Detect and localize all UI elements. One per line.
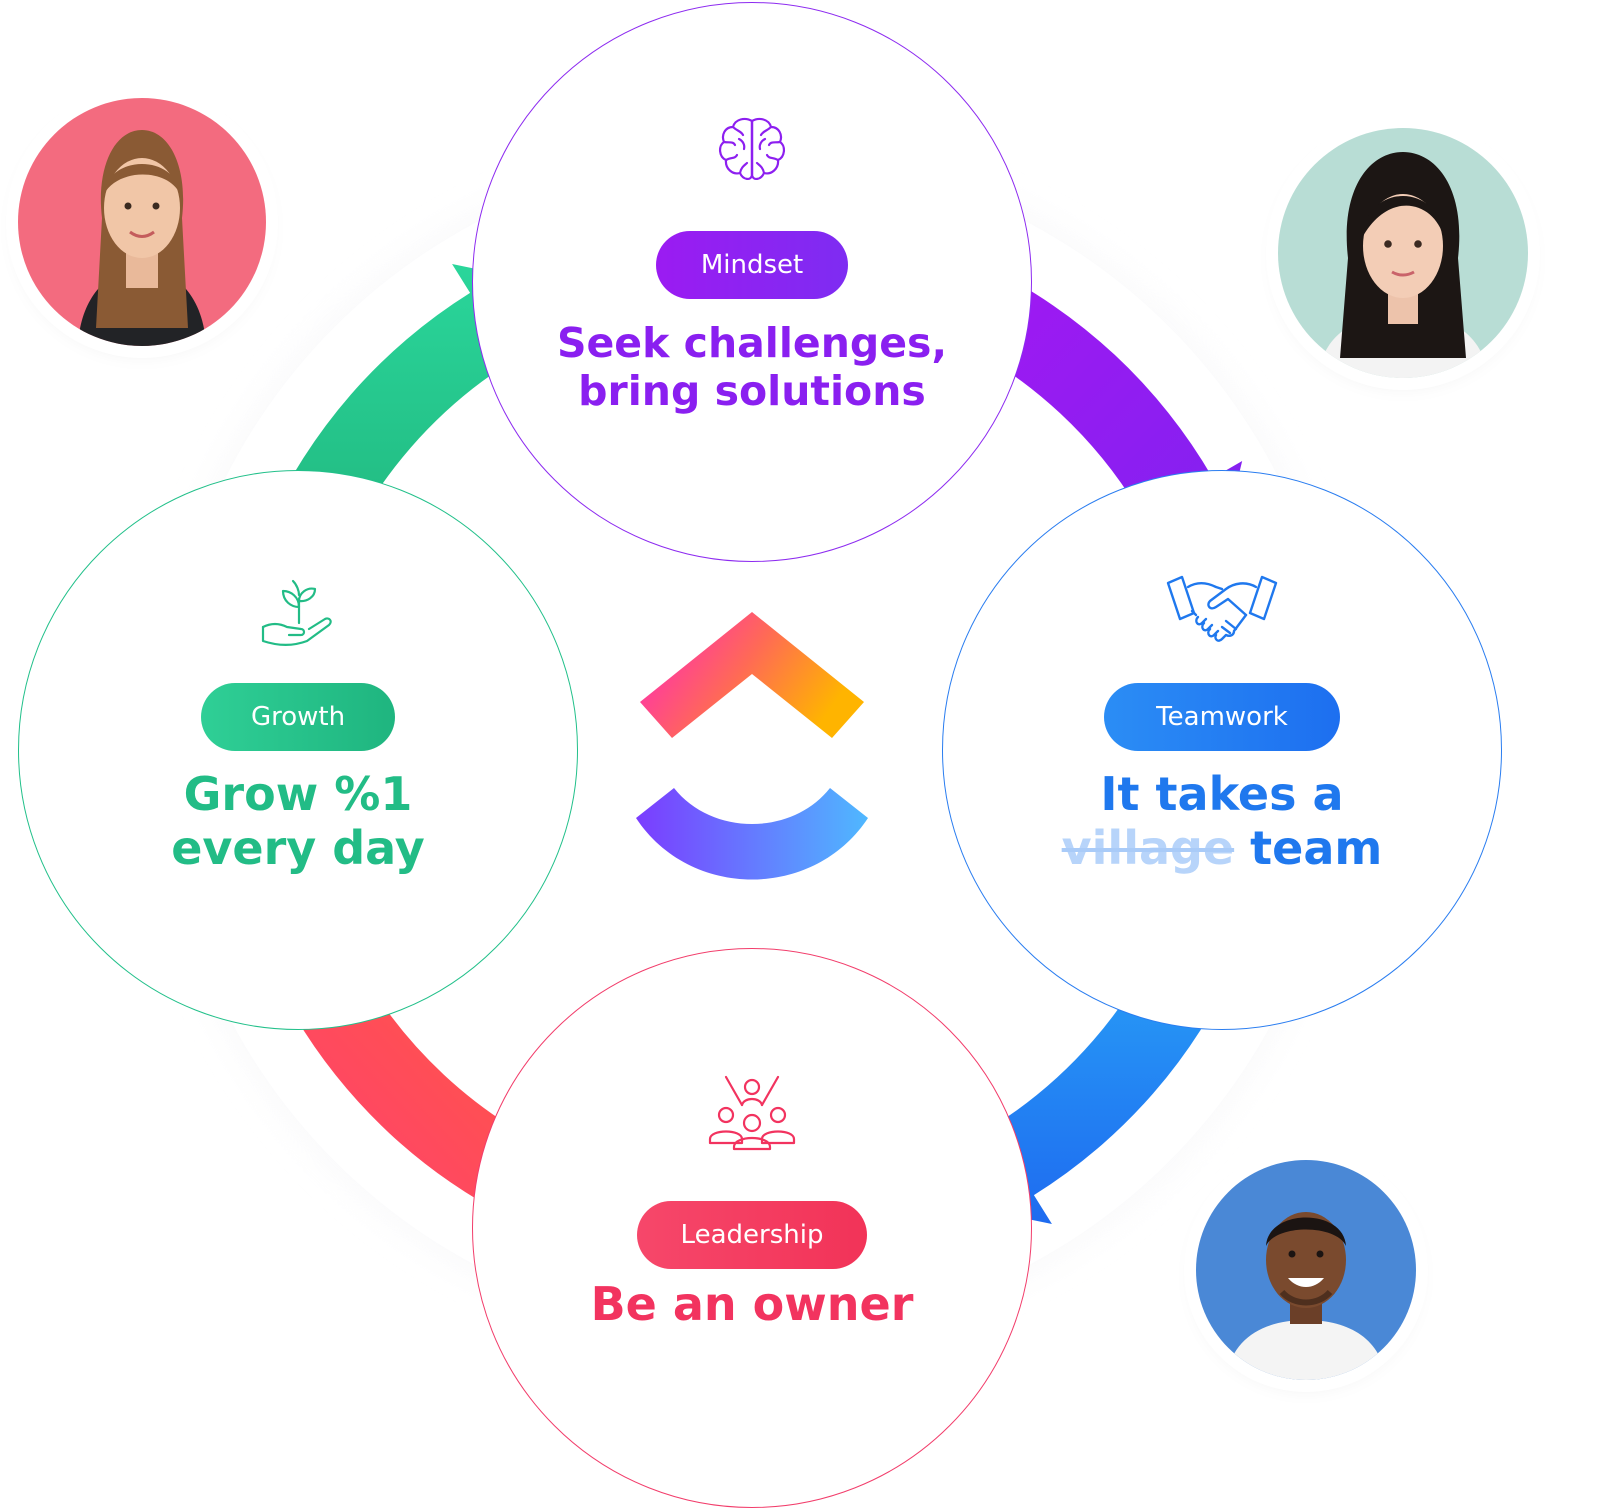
tagline-line: bring solutions [578, 367, 926, 416]
person-photo-icon [1196, 1160, 1416, 1380]
struck-word: village [1061, 821, 1235, 876]
plant-in-hand-icon [257, 571, 339, 655]
value-tagline-growth: Grow %1 every day [19, 767, 577, 876]
value-label-leadership: Leadership [637, 1201, 867, 1269]
value-circle-growth: Growth Grow %1 every day [18, 470, 578, 1030]
value-tagline-leadership: Be an owner [473, 1277, 1031, 1331]
value-tagline-teamwork: It takes a village team [943, 767, 1501, 876]
person-photo-icon [1278, 128, 1528, 378]
value-circle-teamwork: Teamwork It takes a village team [942, 470, 1502, 1030]
tagline-line: Seek challenges, [556, 319, 948, 367]
value-circle-leadership: Leadership Be an owner [472, 948, 1032, 1508]
brain-icon [715, 113, 789, 191]
clickup-logo-icon [636, 612, 868, 880]
logo-chevron [640, 612, 864, 738]
tagline-line: Be an owner [590, 1277, 914, 1331]
handshake-icon [1164, 571, 1280, 655]
background-disc [162, 154, 1342, 1334]
tagline-line: It takes a [1100, 767, 1344, 821]
value-circle-mindset: Mindset Seek challenges, bring solutions [472, 2, 1032, 562]
tagline-line: Grow %1 [183, 767, 413, 821]
tagline-line: village team [943, 821, 1501, 875]
team-leader-icon [704, 1071, 800, 1155]
person-photo-icon [18, 98, 266, 346]
tagline-end: team [1234, 821, 1383, 876]
tagline-line: every day [171, 821, 425, 876]
logo-arc [636, 788, 868, 880]
value-tagline-mindset: Seek challenges, bring solutions [473, 319, 1031, 416]
value-label-growth: Growth [201, 683, 395, 751]
value-label-teamwork: Teamwork [1104, 683, 1340, 751]
value-label-mindset: Mindset [656, 231, 848, 299]
